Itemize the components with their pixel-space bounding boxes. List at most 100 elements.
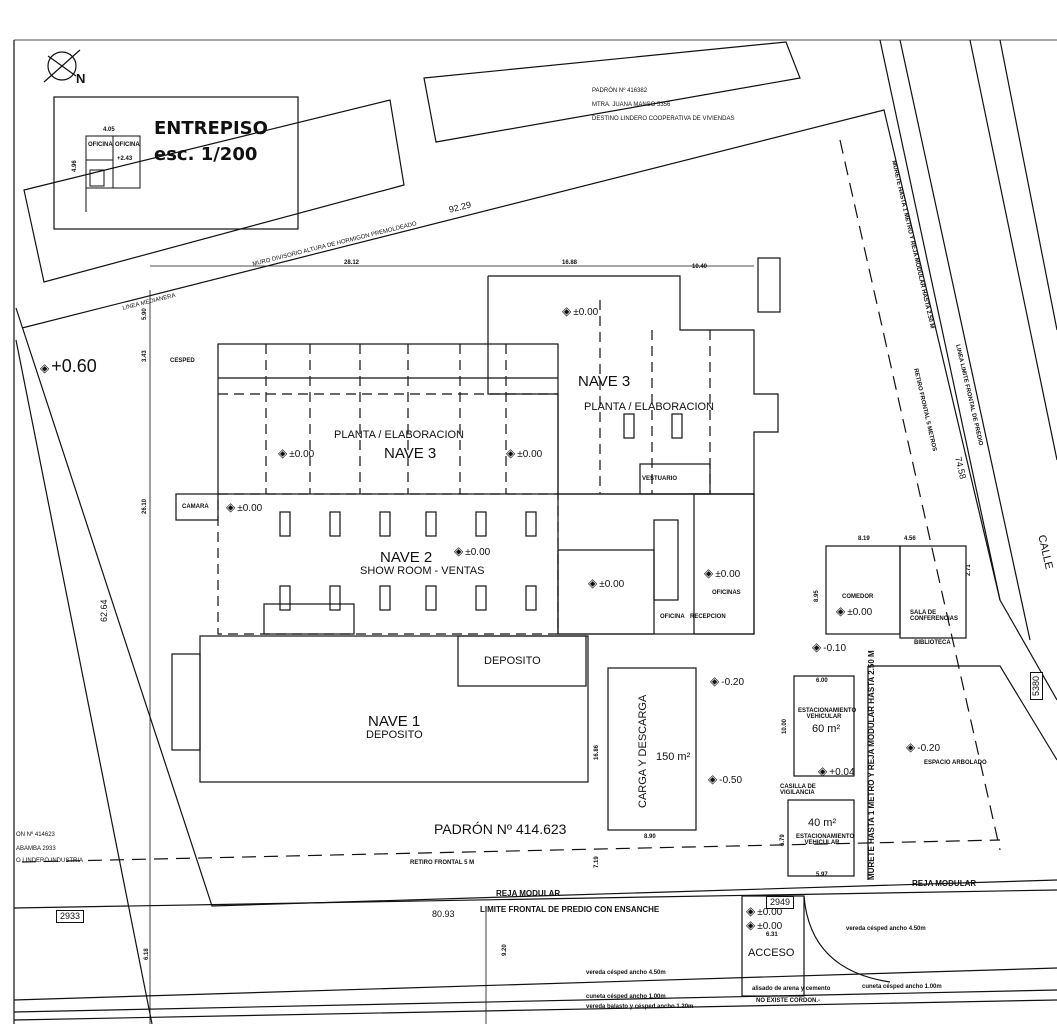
carga-label: CARGA Y DESCARGA [637,694,649,808]
level-060: +0.60 [40,356,97,377]
neighbor-top-line-1: PADRÓN Nº 416382 [592,88,648,94]
oficinas-label: OFICINAS [712,590,741,596]
retiro-frontal-right-line [839,139,1001,851]
access-curve [803,895,891,983]
property-boundary-left [15,307,1057,907]
parking1-area: 60 m² [812,723,841,735]
level-000-b: ±0.00 [278,446,314,460]
dim-8-19: 8.19 [858,536,870,542]
nave3-right-block [487,275,779,495]
level-plus-004: +0.04 [818,764,854,778]
dim-16-86: 16.86 [594,744,600,760]
dim-10-40: 10.40 [692,264,708,270]
neighbor-left-line-2: ABAMBA 2933 [16,846,56,852]
parking-2 [787,799,855,877]
dim-6-79: 6.79 [780,834,786,846]
nave3-label-right: NAVE 3 [578,373,631,390]
retiro-label: RETIRO FRONTAL 5 M [410,860,475,866]
neighbor-parcel-left [23,99,405,283]
vestuario-label: VESTUARIO [642,476,678,482]
neighbor-top-line-2: MTRA. JUANA MANSO 5356 [592,102,671,108]
nave3-left-block [217,343,559,495]
dim-3-43: 3.43 [142,350,148,362]
parking1-title: ESTACIONAMIENTO VEHICULAR [798,708,857,720]
carga-area-label: 150 m² [656,751,691,763]
dim-9-20: 9.20 [502,944,508,956]
dim-8-90: 8.90 [644,834,656,840]
mezzanine-inset-box [53,96,299,230]
oficina-label: OFICINA [660,614,685,620]
neighbor-boundary-line [15,339,153,1024]
dim-6-18: 6.18 [144,948,150,960]
cuneta-label-1: cuneta césped ancho 1.00m [586,994,666,1000]
parking2-title: ESTACIONAMIENTO VEHICULAR [796,834,855,846]
level-000-h: ±0.00 [836,604,872,618]
dim-6-31: 6.31 [766,932,778,938]
dim-16-88: 16.88 [562,260,578,266]
vereda-label-2: vereda césped ancho 4.50m [846,926,926,932]
biblioteca-label: BIBLIOTECA [914,640,951,646]
recepcion-label: RECEPCION [690,614,726,620]
neighbor-parcel-right [423,41,801,143]
level-000-g: ±0.00 [704,566,740,580]
mezzanine-room-2: OFICINA [115,142,140,148]
level-000-j: ±0.00 [746,918,782,932]
level-000-i: ±0.00 [746,904,782,918]
lot-2933-badge: 2933 [56,910,85,923]
acceso-label: ACCESO [748,947,795,959]
lot-5380-badge: 5380 [1030,671,1043,700]
level-000-c: ±0.00 [506,446,542,460]
neighbor-left-line-3: O LINDERO INDUSTRIA [16,858,84,864]
comedor-label: COMEDOR [842,594,874,600]
deposito1-label: DEPOSITO [366,729,423,741]
mezzanine-title: ENTREPISO [154,118,268,139]
deposito2-label: DEPOSITO [484,655,541,667]
street-line-3 [969,39,1057,461]
murete-bottom-label: MURETE HASTA 1 METRO Y REJA MODULAR HAST… [867,650,876,880]
showroom-label: SHOW ROOM - VENTAS [360,565,485,577]
deposito-room [457,635,587,687]
vereda-label-1: vereda césped ancho 4.50m [586,970,666,976]
level-minus-050: -0.50 [708,772,742,786]
dim-4-56: 4.56 [904,536,916,542]
dim-7-19: 7.19 [594,856,600,868]
cuneta-label-2: cuneta césped ancho 1.00m [862,984,942,990]
north-label: N [76,71,86,86]
dim-62-64: 62.64 [99,599,109,622]
nave1-label: NAVE 1 [368,713,421,730]
carga-area [607,667,697,831]
mezzanine-dim-height: 4.96 [72,160,78,172]
property-boundary-top [21,109,1057,701]
no-cordon-label: NO EXISTE CORDON.- [756,998,821,1004]
level-minus-010: -0.10 [812,640,846,654]
front-limit-line [13,889,1057,909]
alisado-label: alisado de arena y cemento [752,986,831,992]
level-minus-020-a: -0.20 [710,674,744,688]
dim-5-90: 5.90 [142,308,148,320]
dim-26-10: 26.10 [142,498,148,514]
office-cluster [557,493,755,635]
street-line-2 [899,39,1031,641]
cesped-label: CESPED [170,358,195,364]
arbolado-area-border [868,665,1057,761]
padron-label: PADRÓN Nº 414.623 [434,821,567,837]
dim-5-97: 5.97 [816,872,828,878]
neighbor-left-line-1: ON Nº 414623 [16,832,55,838]
camara-label: CAMARA [182,504,209,510]
level-000-d: ±0.00 [226,500,262,514]
espacio-label: ESPACIO ARBOLADO [924,760,987,766]
mezzanine-dim-width: 4.05 [103,127,115,133]
street-line-4 [999,39,1057,331]
vereda-balasto-label: vereda balasto y césped ancho 1.20m [586,1004,694,1010]
dim-10-00: 10.00 [782,718,788,734]
nave2-label: NAVE 2 [380,549,433,566]
dim-8-95: 8.95 [814,590,820,602]
street-line-6 [13,989,1057,1013]
dim-80-93: 80.93 [432,909,455,919]
dim-6-00: 6.00 [816,678,828,684]
dim-2-71: 2.71 [966,564,972,576]
level-000-a: ±0.00 [562,304,598,318]
small-shed [757,257,781,313]
neighbor-top-line-3: DESTINO LINDERO COOPERATIVA DE VIVIENDAS [592,116,735,122]
